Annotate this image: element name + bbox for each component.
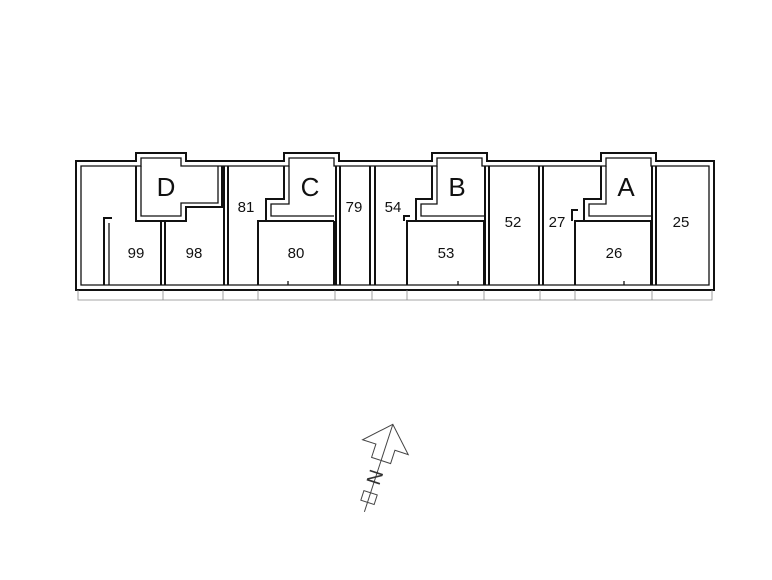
stairwell-label-b: B: [448, 172, 465, 202]
stairwell-label-c: C: [301, 172, 320, 202]
building-outline: [75, 152, 715, 291]
unit-label-98: 98: [186, 245, 203, 262]
stairwell-labels: D C B A: [157, 172, 636, 202]
stairwell-d: [103, 166, 223, 285]
stairwell-a: [571, 166, 652, 285]
unit-label-80: 80: [288, 245, 305, 262]
unit-label-99: 99: [128, 245, 145, 262]
unit-labels: 99 98 81 80 79 54 53 52 27 26 25: [128, 199, 690, 262]
unit-label-27: 27: [549, 214, 566, 231]
north-arrow: N: [360, 423, 410, 513]
stairwell-label-d: D: [157, 172, 176, 202]
north-arrow-label: N: [363, 467, 388, 488]
unit-label-26: 26: [606, 245, 623, 262]
unit-label-25: 25: [673, 214, 690, 231]
unit-label-52: 52: [505, 214, 522, 231]
balcony-strip: [77, 290, 713, 301]
unit-label-53: 53: [438, 245, 455, 262]
stairwell-c: [257, 166, 335, 285]
unit-label-79: 79: [346, 199, 363, 216]
stairwell-label-a: A: [617, 172, 635, 202]
unit-label-81: 81: [238, 199, 255, 216]
unit-label-54: 54: [385, 199, 402, 216]
stairwell-b: [403, 166, 485, 285]
